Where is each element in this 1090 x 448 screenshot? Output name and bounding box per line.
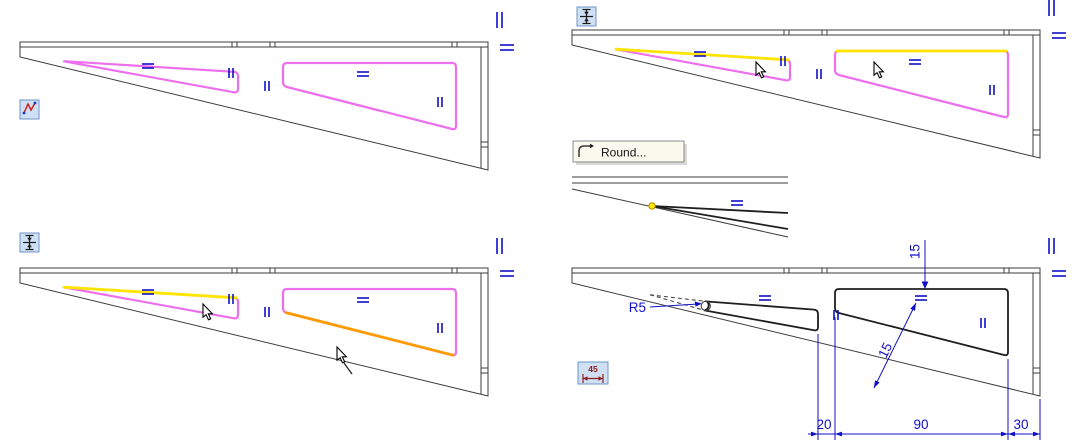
symmetric-relation-icon[interactable]: [19, 232, 40, 253]
dim-width-right-label[interactable]: 30: [1013, 417, 1028, 432]
dim-radius-label[interactable]: R5: [629, 300, 646, 315]
equal-constraint-icon[interactable]: [730, 200, 744, 206]
frame-select-edges: [19, 232, 515, 397]
symmetric-relation-icon[interactable]: [576, 6, 597, 27]
corner-constraint-icons[interactable]: [1048, 237, 1067, 277]
dimension-bottom-chain[interactable]: 20 90 30: [808, 317, 1041, 440]
sketch-triangle-rounded[interactable]: [704, 300, 819, 332]
dimension-offset-top[interactable]: 15: [908, 240, 929, 289]
corner-constraint-icons[interactable]: [496, 11, 515, 51]
detail-view-round-vertex: [571, 176, 789, 238]
dim-offset-top-label[interactable]: 15: [908, 244, 923, 259]
spline-tool-icon[interactable]: [19, 99, 40, 120]
highlighted-edge[interactable]: [614, 47, 790, 62]
round-icon-arrow: [590, 143, 594, 149]
dim-width-middle-label[interactable]: 90: [913, 417, 928, 432]
construction-line: [649, 294, 705, 311]
round-icon: [578, 145, 590, 157]
smart-dimension-icon[interactable]: 45: [577, 361, 609, 385]
frame-dimensioned-sketch: R5 15 15 20 90 30: [571, 237, 1067, 440]
part-geometry: [571, 267, 1041, 397]
dimension-slot-height[interactable]: 15: [873, 302, 917, 389]
dim-slot-height-label[interactable]: 15: [875, 340, 895, 360]
dimension-radius[interactable]: R5: [629, 300, 702, 315]
sketch-line[interactable]: [651, 205, 789, 214]
tooltip-label[interactable]: Round...: [601, 146, 646, 160]
corner-constraint-icons[interactable]: [1048, 0, 1067, 39]
smart-dimension-icon-value: 45: [588, 364, 598, 374]
cursor-pencil-mark: [343, 362, 353, 375]
dim-width-left-label[interactable]: 20: [816, 417, 831, 432]
part-geometry: [19, 41, 489, 171]
sketch-line[interactable]: [651, 205, 789, 230]
selected-edge[interactable]: [284, 311, 455, 357]
construction-line: [649, 294, 708, 302]
part-geometry: [19, 267, 489, 397]
frame-hover-top-edges: [571, 0, 1067, 159]
highlighted-edge[interactable]: [62, 285, 238, 300]
part-geometry: [571, 29, 1041, 159]
round-tooltip[interactable]: Round...: [572, 140, 687, 165]
selected-vertex[interactable]: [648, 202, 656, 210]
frame-initial-sketch: [19, 11, 515, 171]
corner-constraint-icons[interactable]: [496, 237, 515, 277]
